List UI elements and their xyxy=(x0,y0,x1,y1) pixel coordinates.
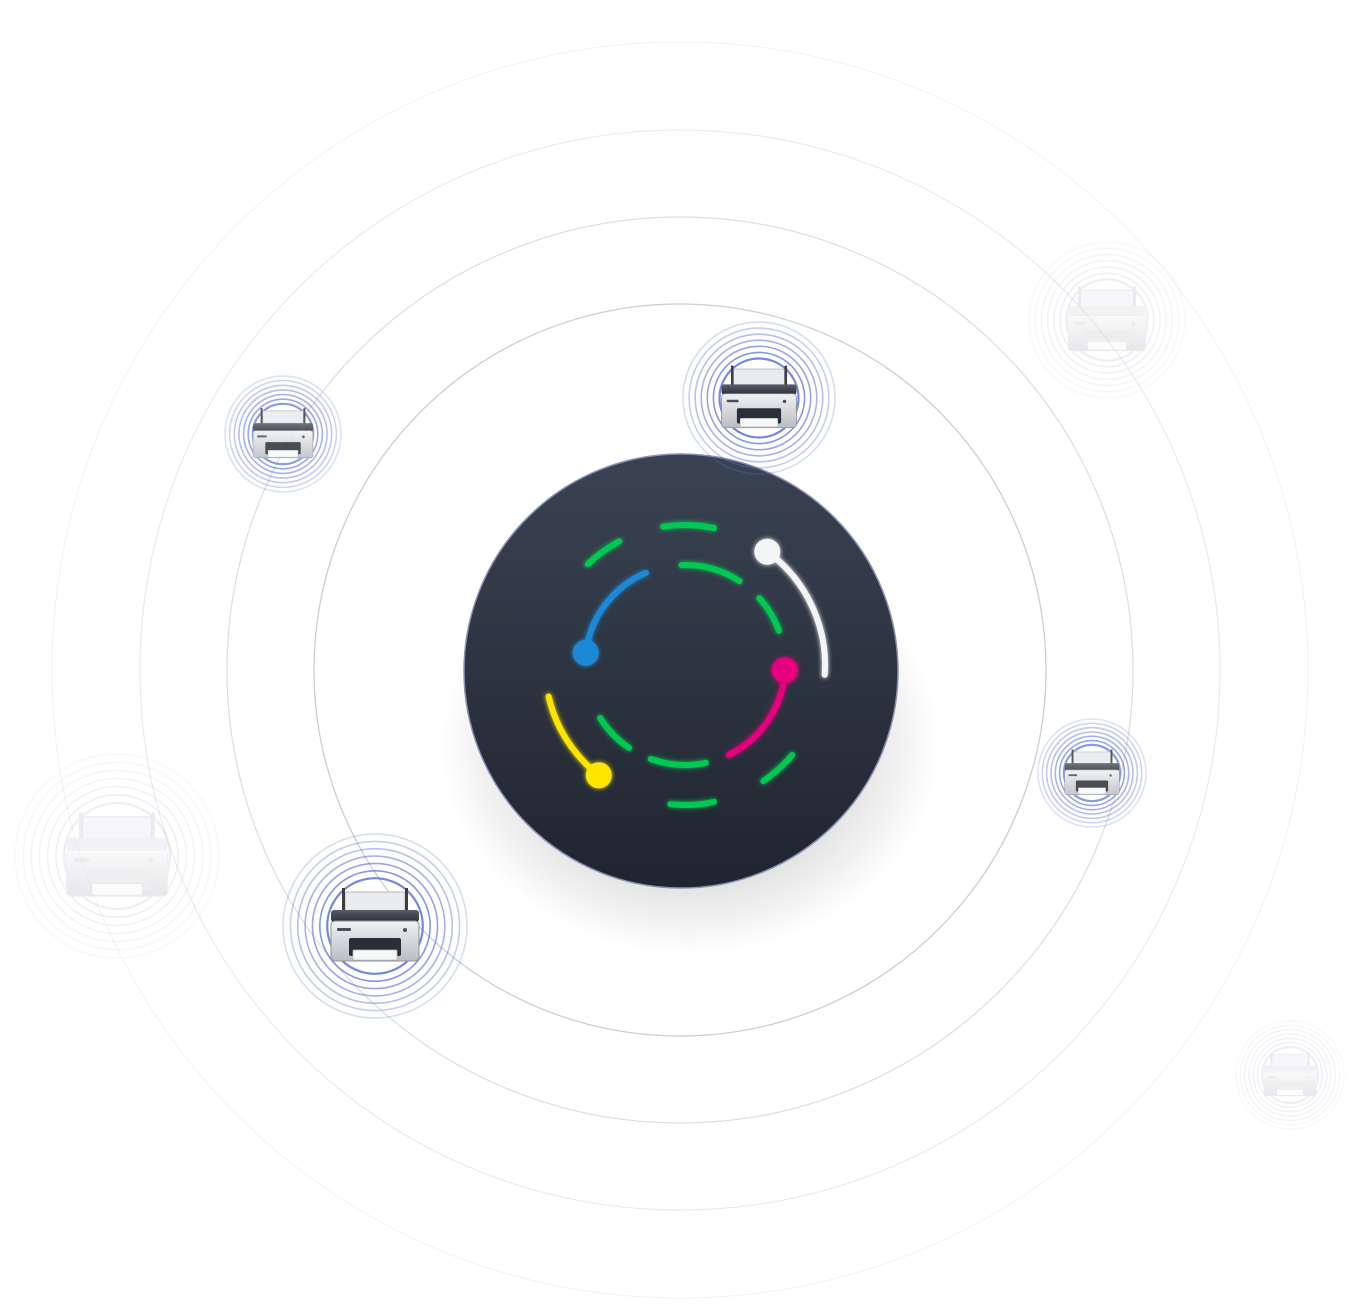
printer-node[interactable] xyxy=(224,375,342,493)
printer-icon xyxy=(330,888,420,962)
printer-nodes xyxy=(14,241,1345,1130)
wifi-signal-icon xyxy=(1028,241,1186,399)
printer-node[interactable] xyxy=(282,833,468,1019)
printer-node[interactable] xyxy=(1235,1020,1345,1130)
logo-white-dot xyxy=(754,538,781,565)
orbit-rings xyxy=(51,41,1309,1299)
wifi-signal-icon xyxy=(282,833,468,1019)
wifi-signal-icon xyxy=(1235,1020,1345,1130)
logo-white-arc xyxy=(766,550,829,678)
logo-inner-arc xyxy=(756,595,782,634)
logo-blue-dot xyxy=(572,639,599,666)
logo-magenta-dot xyxy=(771,657,798,684)
printer-icon xyxy=(252,408,314,459)
printer-node[interactable] xyxy=(14,753,220,959)
printer-icon xyxy=(1064,749,1120,796)
logo-inner-arc xyxy=(647,756,709,768)
hub-disc xyxy=(463,453,899,889)
logo-outer-arc xyxy=(667,798,718,808)
hub xyxy=(440,453,940,955)
logo-inner-arc xyxy=(597,715,633,751)
logo-outer-arc xyxy=(660,522,718,532)
logo-yellow-dot xyxy=(585,762,612,789)
logo-inner-arc xyxy=(678,562,743,585)
wifi-signal-icon xyxy=(14,753,220,959)
printer-icon xyxy=(1263,1052,1317,1097)
printer-node[interactable] xyxy=(1037,718,1147,828)
logo-blue-arc xyxy=(584,569,649,646)
printer-icon xyxy=(1067,286,1147,352)
print-management-logo-icon xyxy=(545,522,829,808)
orbit-ring xyxy=(139,129,1221,1211)
printer-icon xyxy=(721,365,797,429)
wifi-signal-icon xyxy=(682,321,836,475)
orbit-ring xyxy=(313,303,1047,1037)
logo-outer-arc xyxy=(760,752,796,785)
orbit-ring xyxy=(51,41,1309,1299)
printer-icon xyxy=(65,812,169,897)
printer-node[interactable] xyxy=(1028,241,1186,399)
logo-outer-arc xyxy=(584,538,623,568)
orbit-ring xyxy=(226,216,1134,1124)
wifi-signal-icon xyxy=(1037,718,1147,828)
printer-node[interactable] xyxy=(682,321,836,475)
